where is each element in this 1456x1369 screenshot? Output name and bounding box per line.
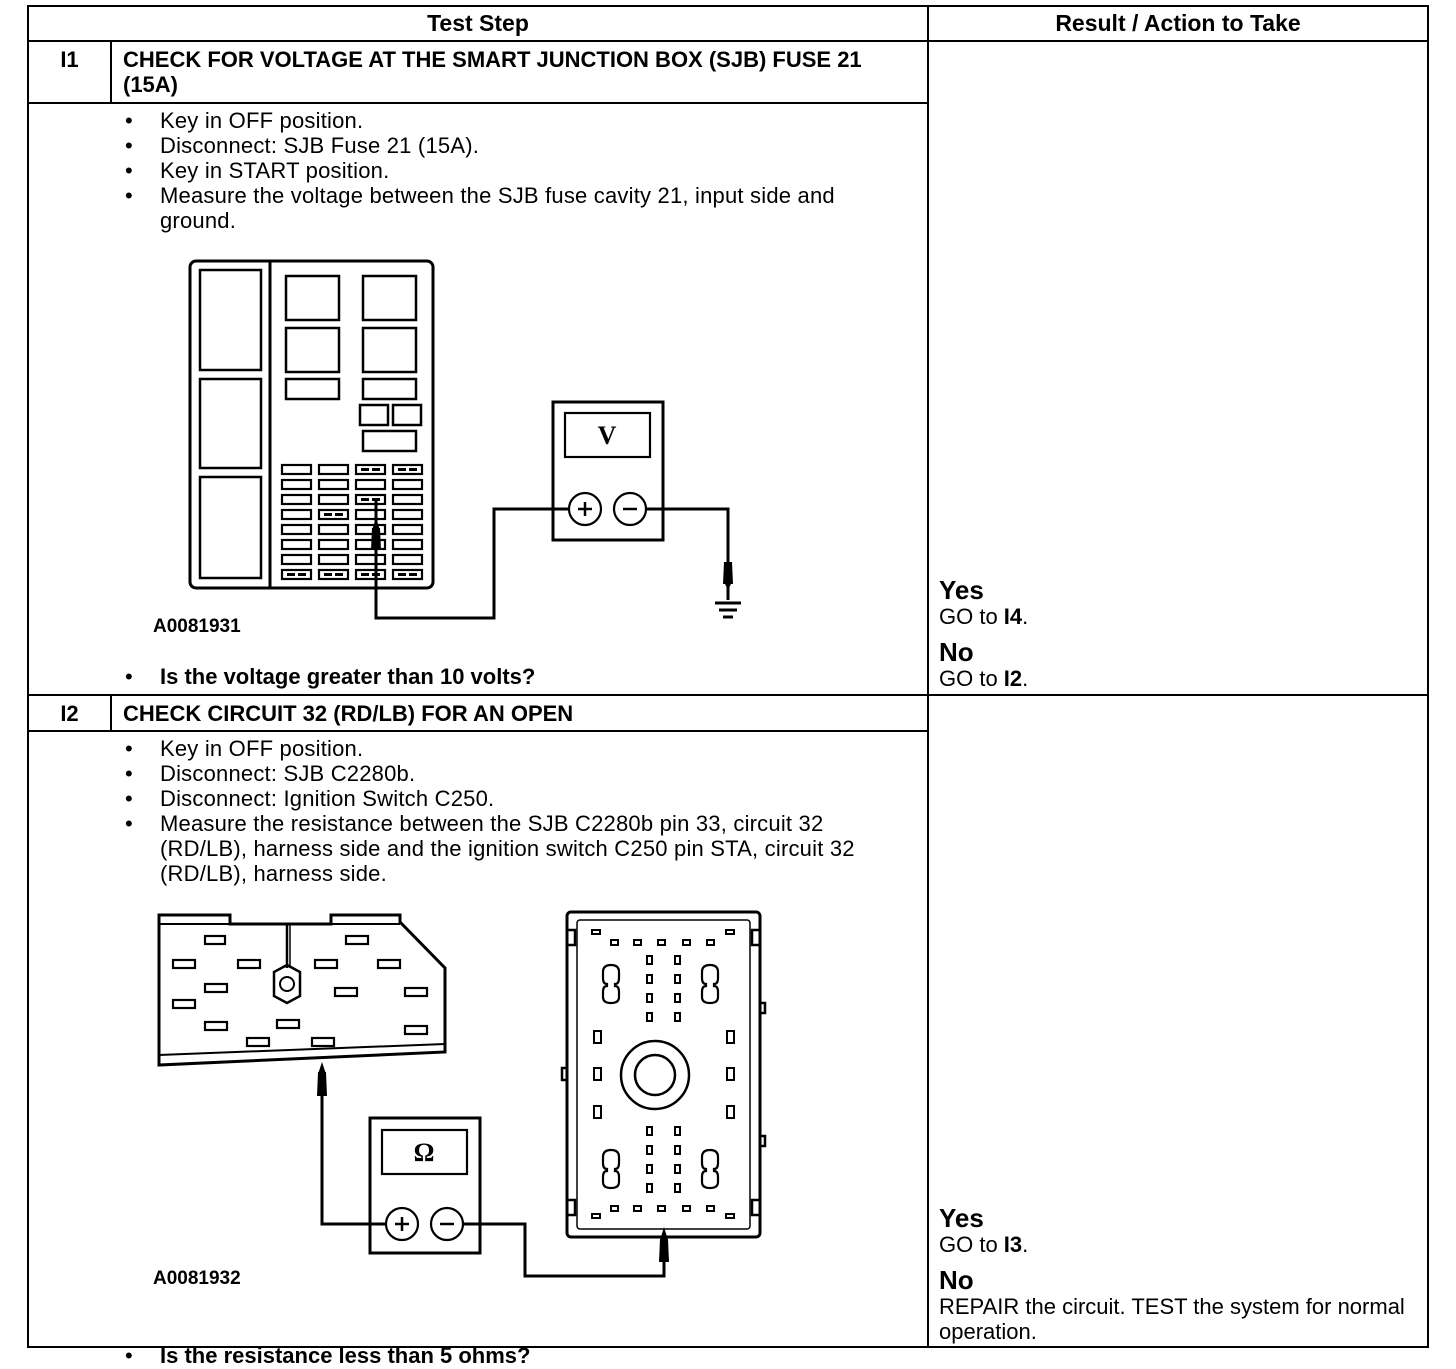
table-border-top	[27, 5, 1429, 7]
result-yes-prefix: GO to	[939, 1232, 1004, 1257]
header-divider	[27, 40, 1429, 42]
sjb-c2280b-connector	[157, 913, 447, 1067]
result-no-prefix: GO to	[939, 666, 1004, 691]
step-i1-id-divider	[110, 40, 112, 103]
voltmeter	[551, 400, 665, 542]
step-i2-title: CHECK CIRCUIT 32 (RD/LB) FOR AN OPEN	[123, 701, 574, 726]
step-i2-id: I2	[60, 701, 79, 726]
step-i1-question: Is the voltage greater than 10 volts?	[123, 664, 930, 690]
result-yes-label: Yes	[939, 575, 984, 605]
step-i1-title: CHECK FOR VOLTAGE AT THE SMART JUNCTION …	[123, 47, 862, 97]
list-item: Measure the resistance between the SJB C…	[123, 811, 893, 886]
step-i1-id: I1	[60, 47, 79, 72]
list-item: Key in OFF position.	[123, 108, 893, 133]
fuse-box-outline	[188, 259, 435, 590]
header-result-action: Result / Action to Take	[1055, 10, 1301, 36]
list-item: Measure the voltage between the SJB fuse…	[123, 183, 893, 233]
go-to-i4-link[interactable]: I4	[1003, 604, 1023, 629]
result-no-action: GO to I2.	[939, 666, 1029, 691]
step-i2-id-divider	[110, 694, 112, 731]
go-to-i2-link[interactable]: I2	[1003, 666, 1023, 691]
result-no-label: No	[939, 1265, 974, 1295]
step-divider	[27, 694, 1429, 696]
step-i2-title-divider	[27, 730, 929, 732]
step-i1-title-divider	[27, 102, 929, 104]
result-no-action: REPAIR the circuit. TEST the system for …	[939, 1294, 1405, 1344]
figure-label-a0081931: A0081931	[153, 616, 241, 637]
meter-symbol-v: V	[598, 421, 617, 450]
list-item: Key in OFF position.	[123, 736, 893, 761]
result-no-label: No	[939, 637, 974, 667]
step-i1-instructions: Key in OFF position. Disconnect: SJB Fus…	[123, 108, 893, 233]
step-i2-question: Is the resistance less than 5 ohms?	[123, 1343, 930, 1369]
step-i1-result: Yes GO to I4. No GO to I2.	[939, 576, 1419, 691]
figure-label-a0081932: A0081932	[153, 1268, 241, 1289]
list-item: Disconnect: Ignition Switch C250.	[123, 786, 893, 811]
fuse-grid	[280, 463, 424, 581]
header-test-step: Test Step	[427, 10, 529, 36]
test-leads	[320, 1095, 666, 1278]
table-border-right	[1427, 5, 1429, 1348]
result-yes-action: GO to I4.	[939, 604, 1029, 629]
result-yes-action: GO to I3.	[939, 1232, 1029, 1257]
list-item: Disconnect: SJB Fuse 21 (15A).	[123, 133, 893, 158]
step-i2-result: Yes GO to I3. No REPAIR the circuit. TES…	[939, 1204, 1419, 1344]
list-item: Disconnect: SJB C2280b.	[123, 761, 893, 786]
list-item: Key in START position.	[123, 158, 893, 183]
result-yes-prefix: GO to	[939, 604, 1004, 629]
meter-symbol-ohm: Ω	[414, 1138, 435, 1167]
table-border-left	[27, 5, 29, 1348]
ignition-switch-c250-connector	[565, 910, 762, 1239]
go-to-i3-link[interactable]: I3	[1003, 1232, 1023, 1257]
result-yes-label: Yes	[939, 1203, 984, 1233]
step-i2-instructions: Key in OFF position. Disconnect: SJB C22…	[123, 736, 893, 886]
